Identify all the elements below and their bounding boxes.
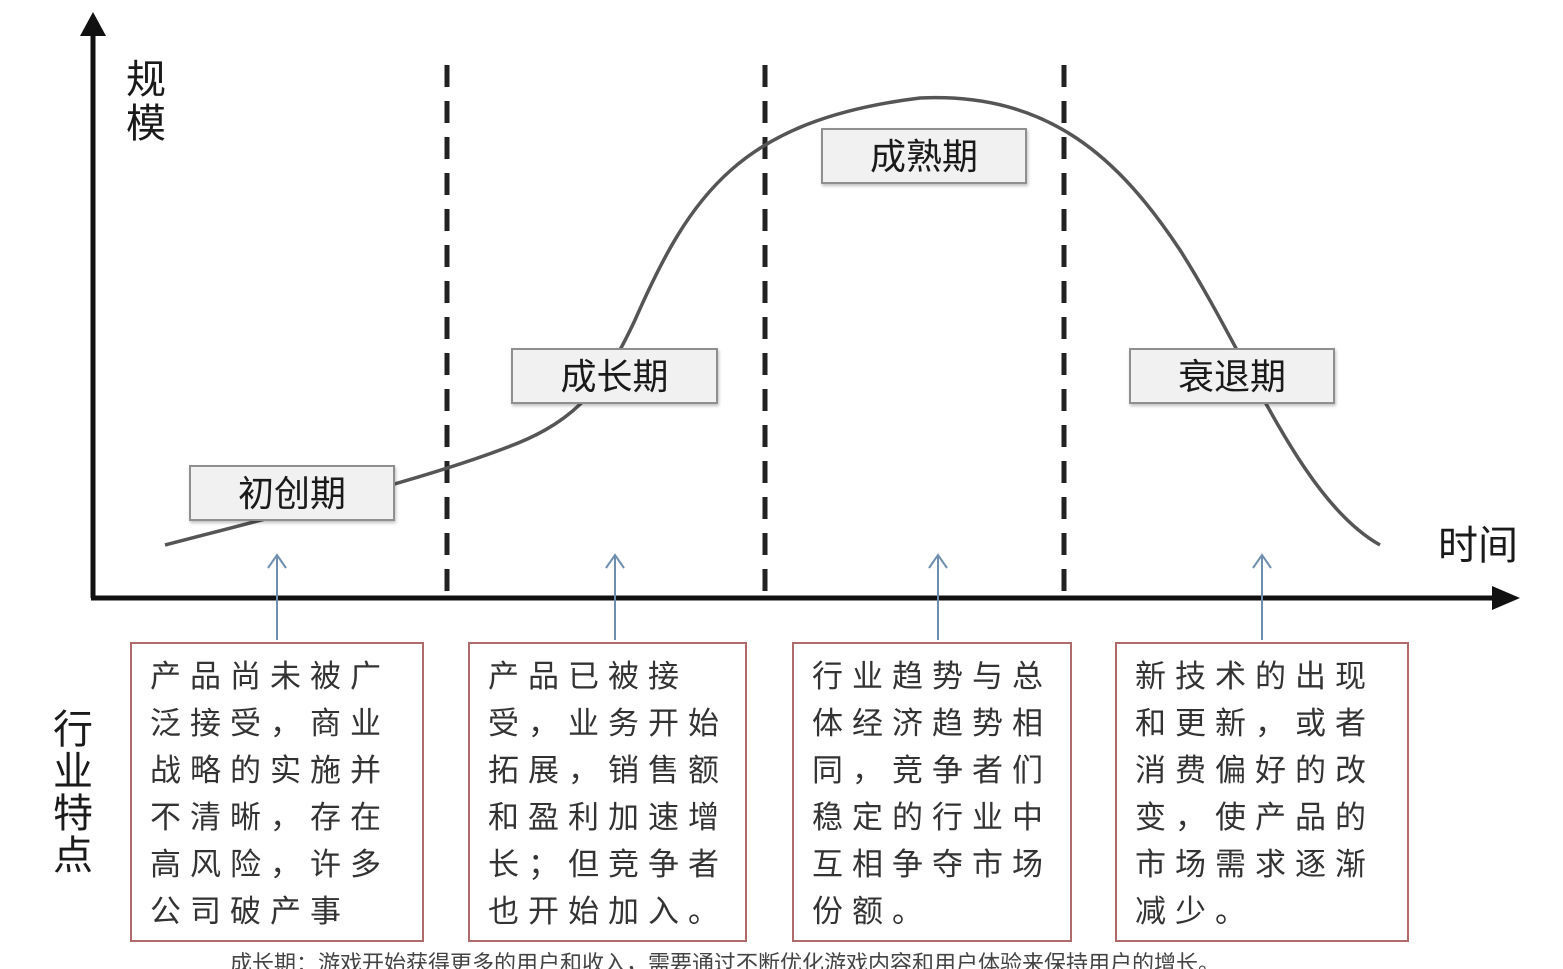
characteristics-box-decline: 新技术的出现和更新，或者消费偏好的改变，使产品的市场需求逐渐减少。	[1115, 642, 1409, 942]
phase-arrow-3	[928, 553, 948, 640]
section-title: 行业特点	[46, 708, 92, 876]
phase-arrow-1	[267, 553, 287, 640]
x-axis-label: 时间	[1438, 523, 1518, 569]
phase-arrow-2	[605, 553, 625, 640]
x-axis-arrowhead-icon	[1492, 586, 1520, 610]
phase-arrow-4	[1252, 553, 1272, 640]
phase-label-decline: 衰退期	[1129, 348, 1335, 404]
characteristics-box-growth: 产品已被接受，业务开始拓展，销售额和盈利加速增长；但竞争者也开始加入。	[468, 642, 747, 942]
phase-label-growth: 成长期	[511, 348, 718, 404]
lifecycle-curve	[164, 95, 1381, 547]
phase-label-maturity: 成熟期	[821, 128, 1027, 184]
characteristics-box-startup: 产品尚未被广泛接受，商业战略的实施并不清晰，存在高风险，许多公司破产事件。	[130, 642, 424, 942]
y-axis-arrowhead-icon	[80, 12, 106, 36]
y-axis-label: 规模	[119, 58, 165, 146]
caption-text: 成长期：游戏开始获得更多的用户和收入，需要通过不断优化游戏内容和用户体验来保持用…	[230, 952, 1221, 969]
phase-label-startup: 初创期	[189, 465, 395, 521]
characteristics-box-maturity: 行业趋势与总体经济趋势相同，竞争者们稳定的行业中互相争夺市场份额。	[792, 642, 1072, 942]
